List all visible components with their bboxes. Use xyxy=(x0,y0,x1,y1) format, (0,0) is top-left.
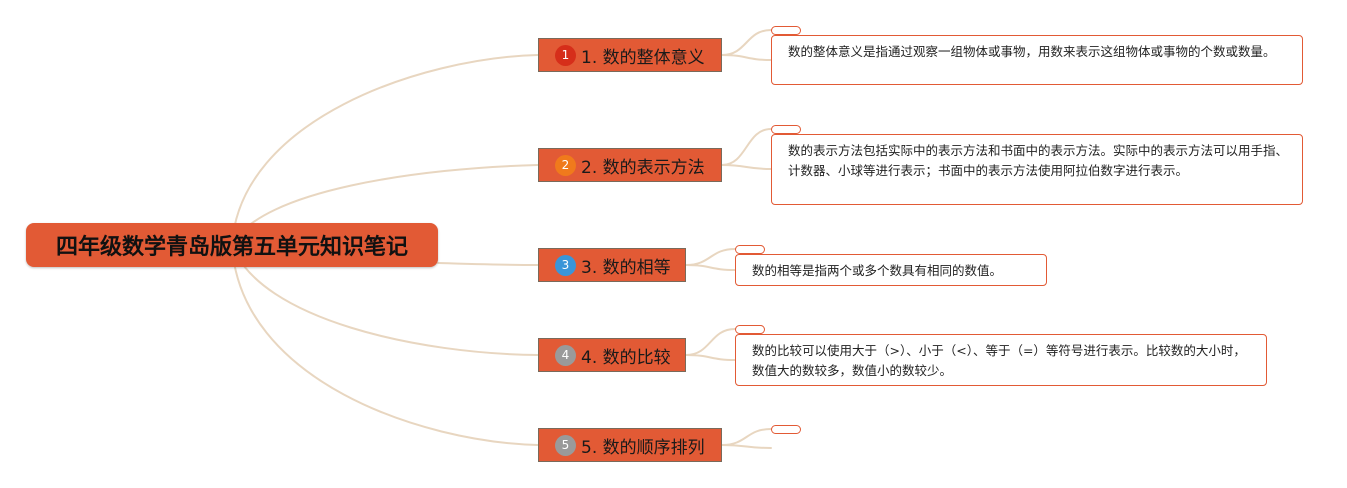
topic-1[interactable]: 1 1. 数的整体意义 xyxy=(538,38,722,72)
note-tag-2[interactable] xyxy=(771,125,801,134)
number-4-icon: 4 xyxy=(555,344,576,366)
connector-topic-4-note xyxy=(685,354,736,361)
connector-topic-2-tag xyxy=(721,128,772,166)
note-1[interactable]: 数的整体意义是指通过观察一组物体或事物，用数来表示这组物体或事物的个数或数量。 xyxy=(771,35,1303,85)
topic-label: 3. 数的相等 xyxy=(581,257,671,278)
connector-root-topic-4 xyxy=(231,244,539,356)
number-3-icon: 3 xyxy=(555,254,576,276)
connector-topic-3-note xyxy=(685,264,736,271)
note-4[interactable]: 数的比较可以使用大于（>）、小于（<）、等于（=）等符号进行表示。比较数的大小时… xyxy=(735,334,1267,386)
connector-topic-3-tag xyxy=(685,248,736,266)
connector-topic-5-note xyxy=(721,444,772,449)
connector-topic-1-tag xyxy=(721,29,772,56)
number-2-icon: 2 xyxy=(555,154,576,176)
note-tag-3[interactable] xyxy=(735,245,765,254)
note-text: 数的比较可以使用大于（>）、小于（<）、等于（=）等符号进行表示。比较数的大小时… xyxy=(752,343,1246,378)
note-text: 数的整体意义是指通过观察一组物体或事物，用数来表示这组物体或事物的个数或数量。 xyxy=(788,44,1276,59)
connector-root-topic-5 xyxy=(231,244,539,446)
connector-topic-4-tag xyxy=(685,328,736,356)
note-2[interactable]: 数的表示方法包括实际中的表示方法和书面中的表示方法。实际中的表示方法可以用手指、… xyxy=(771,134,1303,205)
note-text: 数的表示方法包括实际中的表示方法和书面中的表示方法。实际中的表示方法可以用手指、… xyxy=(788,143,1289,178)
root-title: 四年级数学青岛版第五单元知识笔记 xyxy=(55,235,408,260)
note-tag-5[interactable] xyxy=(771,425,801,434)
connector-topic-2-note xyxy=(721,164,772,170)
note-3[interactable]: 数的相等是指两个或多个数具有相同的数值。 xyxy=(735,254,1047,286)
number-5-icon: 5 xyxy=(555,434,576,456)
topic-label: 4. 数的比较 xyxy=(581,347,671,368)
connector-root-topic-1 xyxy=(231,54,539,246)
note-tag-4[interactable] xyxy=(735,325,765,334)
topic-label: 5. 数的顺序排列 xyxy=(581,437,705,458)
topic-4[interactable]: 4 4. 数的比较 xyxy=(538,338,686,372)
connector-root-topic-3 xyxy=(437,262,539,266)
topic-3[interactable]: 3 3. 数的相等 xyxy=(538,248,686,282)
topic-label: 1. 数的整体意义 xyxy=(581,47,705,68)
note-text: 数的相等是指两个或多个数具有相同的数值。 xyxy=(752,263,1003,278)
number-1-icon: 1 xyxy=(555,44,576,66)
note-tag-1[interactable] xyxy=(771,26,801,35)
connector-topic-5-tag xyxy=(721,428,772,446)
root-topic[interactable]: 四年级数学青岛版第五单元知识笔记 xyxy=(26,223,438,267)
topic-label: 2. 数的表示方法 xyxy=(581,157,705,178)
topic-5[interactable]: 5 5. 数的顺序排列 xyxy=(538,428,722,462)
connector-topic-1-note xyxy=(721,54,772,61)
topic-2[interactable]: 2 2. 数的表示方法 xyxy=(538,148,722,182)
